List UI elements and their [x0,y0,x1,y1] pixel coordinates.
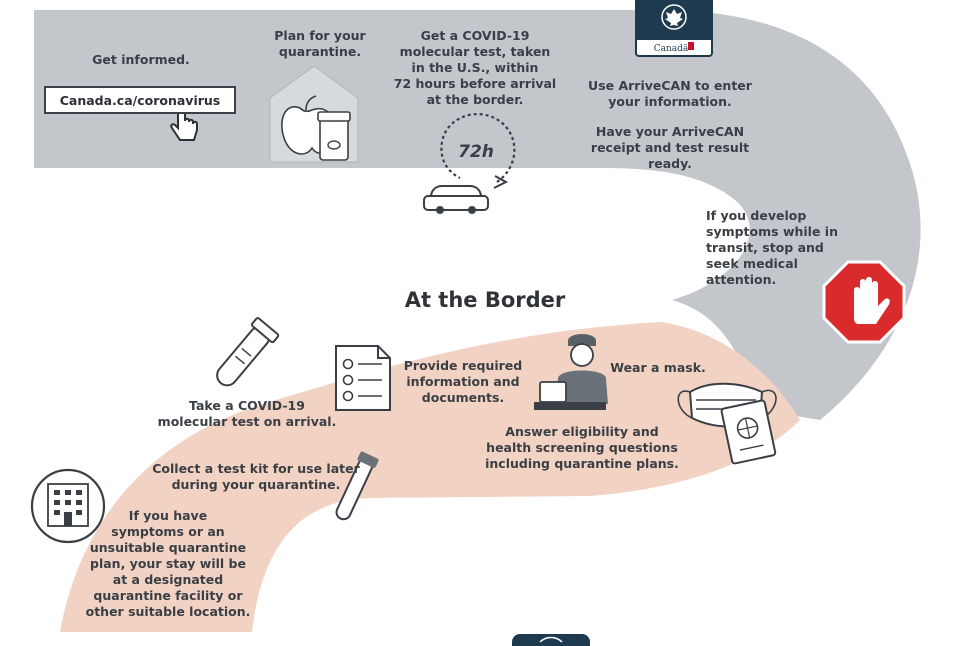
car-icon [423,185,489,214]
house-food-icon [269,65,359,163]
take-test-arrival-text: Take a COVID-19 molecular test on arriva… [157,398,337,429]
covid-test-before-text: Get a COVID-19 molecular test, taken in … [393,28,557,107]
hours-badge-label: 72h [458,142,494,162]
checklist-icon [335,345,391,411]
arrivecan-receipt-text: Have your ArriveCAN receipt and test res… [590,124,750,171]
border-officer-icon [534,334,608,410]
plan-quarantine-text: Plan for your quarantine. [274,28,366,59]
peach-road-section [60,322,800,632]
grey-road-section [34,10,921,420]
canada-coronavirus-link[interactable]: Canada.ca/coronavirus [44,86,236,114]
canada-wordmark: Canadä [654,44,689,54]
quarantine-building-icon [30,468,106,544]
quarantine-facility-text: If you have symptoms or an unsuitable qu… [85,508,251,619]
test-vial-icon [335,451,379,521]
clock-72h-icon: 72h [440,112,516,189]
next-badge-icon [512,634,590,646]
test-tube-icon [216,317,280,387]
arrivecan-text: Use ArriveCAN to enter your information. [588,78,752,109]
screening-questions-text: Answer eligibility and health screening … [485,424,679,471]
wear-mask-text: Wear a mask. [610,360,706,375]
passport-icon [720,399,777,465]
canada-arrivecan-badge-icon: Canadä [635,0,713,57]
symptoms-transit-text: If you develop symptoms while in transit… [706,208,838,287]
get-informed-text: Get informed. [92,52,190,67]
at-the-border-title: At the Border [404,288,566,312]
stop-hand-icon [822,260,906,344]
test-kit-text: Collect a test kit for use later during … [152,461,360,492]
provide-info-text: Provide required information and documen… [403,358,523,405]
